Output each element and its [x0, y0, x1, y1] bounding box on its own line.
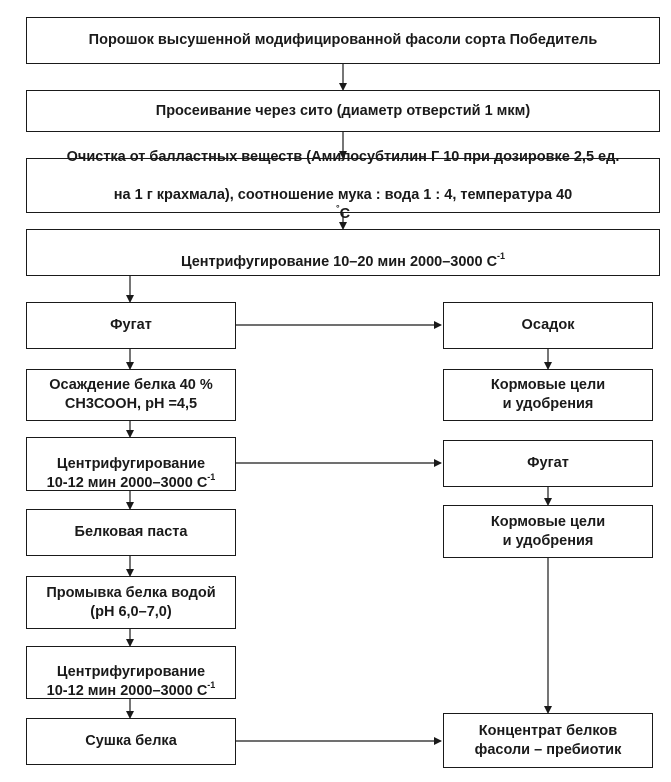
left-washing-label: Промывка белка водой (рН 6,0–7,0): [46, 584, 216, 620]
left-centrifuge-3-sup: -1: [207, 680, 216, 691]
right-concentrate: Концентрат белков фасоли – пребиотик: [443, 713, 653, 768]
left-centrifuge-3: Центрифугирование 10-12 мин 2000–3000 С-…: [26, 646, 236, 699]
left-drying: Сушка белка: [26, 718, 236, 765]
step-centrifuge-1-sup: -1: [497, 250, 506, 261]
right-feed-2-label: Кормовые цели и удобрения: [490, 513, 606, 549]
left-precipitation-label: Осаждение белка 40 % СН3СООН, рН =4,5: [49, 377, 213, 412]
left-centrifuge-2-label: Центрифугирование 10-12 мин 2000–3000 С-…: [47, 436, 216, 493]
left-centrifuge-3-label: Центрифугирование 10-12 мин 2000–3000 С-…: [47, 644, 216, 701]
right-sediment: Осадок: [443, 302, 653, 349]
step-cleaning-line2-text: на 1 г крахмала), соотношение мука : вод…: [113, 186, 573, 203]
left-protein-paste-label: Белковая паста: [74, 524, 188, 540]
left-precipitation: Осаждение белка 40 % СН3СООН, рН =4,5: [26, 369, 236, 421]
degree-sign: °: [335, 202, 340, 213]
left-fugat: Фугат: [26, 302, 236, 349]
step-powder: Порошок высушенной модифицированной фасо…: [26, 17, 660, 64]
right-sediment-label: Осадок: [521, 317, 575, 333]
step-sieving-label: Просеивание через сито (диаметр отверсти…: [155, 102, 531, 119]
left-centrifuge-3-text: Центрифугирование 10-12 мин 2000–3000 С: [46, 664, 208, 699]
step-powder-label: Порошок высушенной модифицированной фасо…: [88, 32, 598, 48]
step-centrifuge-1: Центрифугирование 10–20 мин 2000–3000 С-…: [26, 229, 660, 276]
right-fugat-label: Фугат: [527, 455, 569, 471]
step-cleaning-line2: на 1 г крахмала), соотношение мука : вод…: [114, 167, 573, 224]
left-centrifuge-2: Центрифугирование 10-12 мин 2000–3000 С-…: [26, 437, 236, 491]
left-protein-paste: Белковая паста: [26, 509, 236, 556]
step-cleaning: Очистка от балластных веществ (Амилосубт…: [26, 149, 660, 222]
right-feed-1: Кормовые цели и удобрения: [443, 369, 653, 421]
step-cleaning-line1: Очистка от балластных веществ (Амилосубт…: [66, 148, 620, 165]
right-feed-1-label: Кормовые цели и удобрения: [490, 377, 606, 412]
left-fugat-label: Фугат: [110, 317, 152, 333]
left-drying-label: Сушка белка: [85, 733, 177, 749]
left-centrifuge-2-sup: -1: [207, 471, 216, 482]
right-concentrate-label: Концентрат белков фасоли – пребиотик: [474, 722, 622, 758]
right-fugat: Фугат: [443, 440, 653, 487]
step-centrifuge-1-text: Центрифугирование 10–20 мин 2000–3000 С: [180, 253, 498, 270]
left-washing: Промывка белка водой (рН 6,0–7,0): [26, 576, 236, 629]
celsius-label: С: [339, 205, 351, 222]
step-centrifuge-1-label: Центрифугирование 10–20 мин 2000–3000 С-…: [181, 234, 505, 272]
step-sieving: Просеивание через сито (диаметр отверсти…: [26, 90, 660, 132]
right-feed-2: Кормовые цели и удобрения: [443, 505, 653, 558]
left-centrifuge-2-text: Центрифугирование 10-12 мин 2000–3000 С: [46, 455, 208, 491]
